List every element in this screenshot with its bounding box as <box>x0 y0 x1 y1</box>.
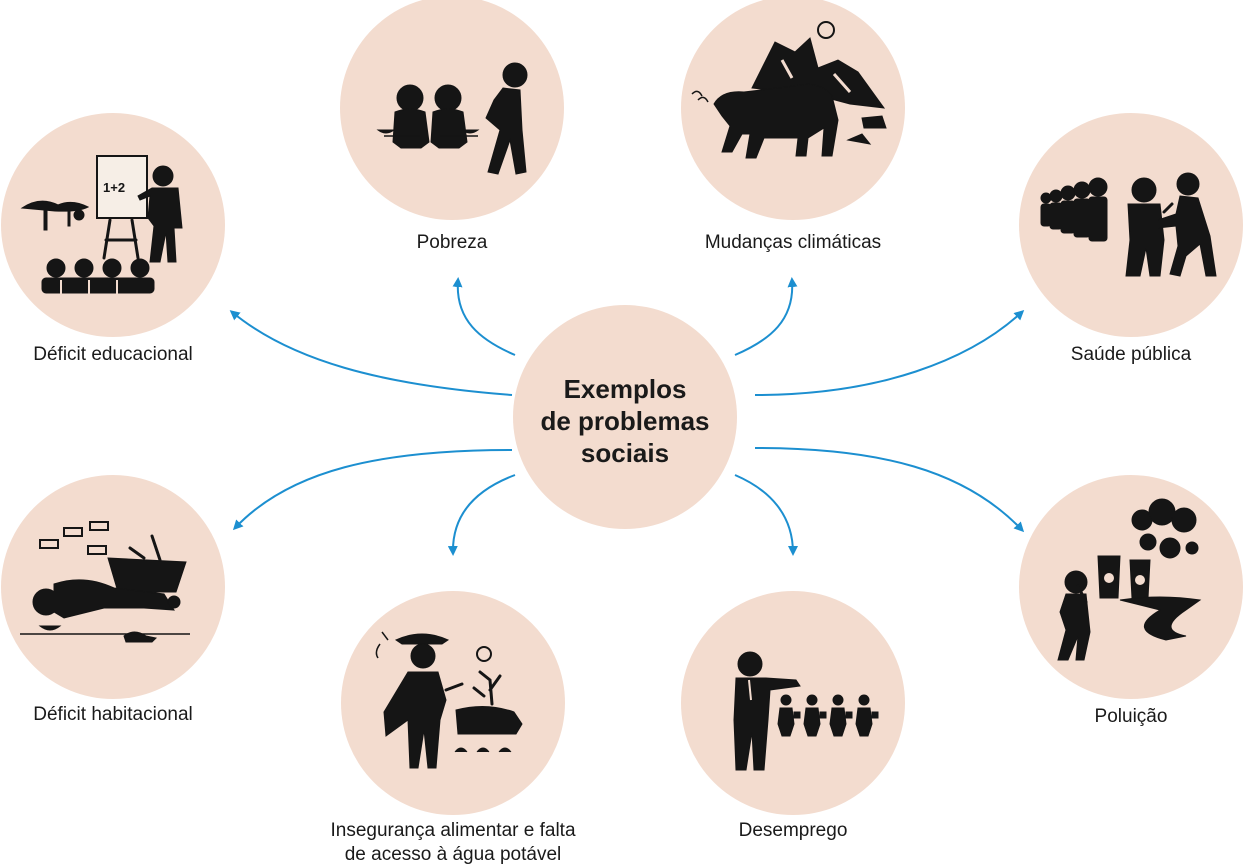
arrow-to-pobreza <box>452 277 516 356</box>
polar-bear-icon <box>691 21 887 159</box>
arrow-to-poluicao <box>754 447 1025 533</box>
label-pobreza: Pobreza <box>416 232 488 253</box>
label-saude: Saúde pública <box>1070 344 1192 365</box>
poverty-icon <box>376 62 528 175</box>
educacional-circle <box>1 113 225 337</box>
label-alimentar: Insegurança alimentar e falta de acesso … <box>330 819 575 867</box>
label-clima: Mudanças climáticas <box>704 232 882 253</box>
node-pobreza <box>340 0 564 220</box>
board-text: 1+2 <box>103 180 125 195</box>
center-label-line2: de problemas <box>540 406 710 436</box>
node-alimentar <box>341 591 565 815</box>
arrow-to-clima <box>734 277 798 356</box>
label-alimentar-line1: Insegurança alimentar e falta <box>330 820 576 841</box>
label-poluicao: Poluição <box>1094 706 1168 727</box>
alimentar-circle <box>341 591 565 815</box>
vaccination-queue-icon <box>1040 172 1217 277</box>
arrow-to-alimentar <box>447 474 516 556</box>
arrow-to-desemprego <box>734 474 798 556</box>
arrow-to-saude <box>754 309 1025 396</box>
classroom-icon: 1+2 <box>20 155 183 294</box>
center-label-line1: Exemplos <box>563 374 687 404</box>
unemployment-icon <box>733 651 879 771</box>
node-clima <box>681 0 905 220</box>
node-poluicao <box>1019 475 1243 699</box>
food-insecurity-icon <box>375 631 523 769</box>
label-desemprego: Desemprego <box>738 820 848 841</box>
desemprego-circle <box>681 591 905 815</box>
homeless-icon <box>20 521 190 643</box>
center-label: Exemplos de problemas sociais <box>515 373 735 469</box>
label-alimentar-line2: de acesso à água potável <box>344 844 562 865</box>
node-educacional: 1+2 <box>1 113 225 337</box>
arrows <box>229 277 1025 556</box>
label-educacional: Déficit educacional <box>33 344 193 365</box>
label-habitacional: Déficit habitacional <box>33 704 193 725</box>
pollution-icon <box>1057 498 1202 661</box>
node-saude <box>1019 113 1243 337</box>
arrow-to-habitacional <box>232 449 513 531</box>
node-habitacional <box>1 475 225 699</box>
arrow-to-educacional <box>229 310 513 396</box>
center-label-line3: sociais <box>580 438 670 468</box>
center-circle <box>513 305 737 529</box>
node-desemprego <box>681 591 905 815</box>
